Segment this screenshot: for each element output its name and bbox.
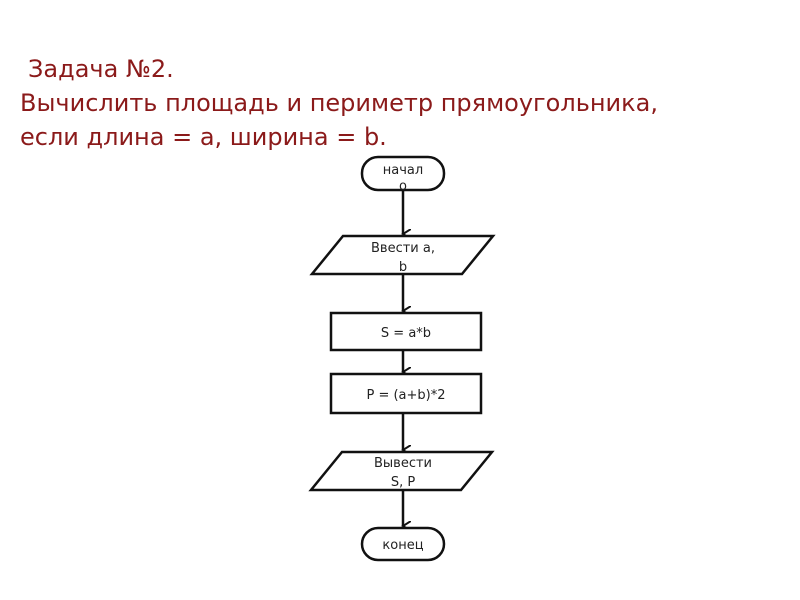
- end-terminator: [360, 526, 446, 562]
- input-label-line1: Ввести a,: [371, 241, 435, 256]
- process-area: [329, 311, 483, 352]
- output-label-line1: Вывести: [374, 456, 432, 471]
- task-heading: Задача №2.: [28, 55, 174, 83]
- output-label-line2: S, P: [391, 475, 416, 490]
- start-label-line2: о: [399, 179, 407, 194]
- input-label-line2: b: [399, 260, 407, 275]
- input-parallelogram: [309, 234, 496, 276]
- task-statement: Задача №2. Вычислить площадь и периметр …: [20, 52, 658, 154]
- process-perimeter-label: P = (a+b)*2: [366, 388, 445, 403]
- process-area-label: S = a*b: [381, 326, 431, 341]
- start-terminator: [360, 155, 446, 192]
- task-line-2: если длина = a, ширина = b.: [20, 123, 387, 151]
- start-label-line1: начал: [383, 163, 423, 178]
- end-label: конец: [382, 538, 423, 553]
- task-line-1: Вычислить площадь и периметр прямоугольн…: [20, 89, 658, 117]
- process-perimeter: [329, 372, 483, 415]
- output-parallelogram: [308, 450, 495, 492]
